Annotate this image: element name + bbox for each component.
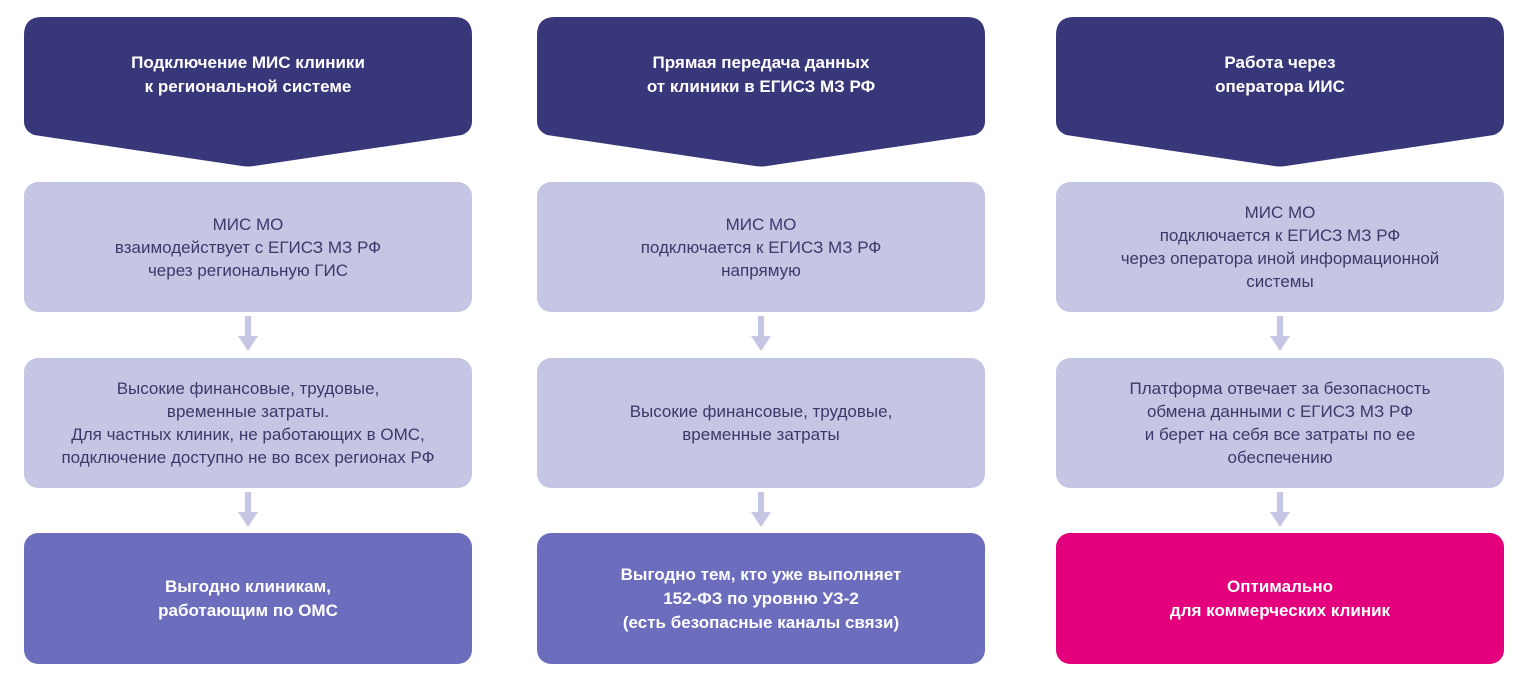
info-box-costs: Высокие финансовые, трудовые, временные … (537, 358, 985, 488)
result-box: Выгодно клиникам, работающим по ОМС (24, 533, 472, 664)
info-box-description: МИС МО подключается к ЕГИСЗ МЗ РФ напрям… (537, 182, 985, 312)
info-box-text: МИС МО подключается к ЕГИСЗ МЗ РФ напрям… (640, 214, 882, 280)
arrow-down-icon (751, 492, 771, 528)
info-box-text: Высокие финансовые, трудовые, временные … (61, 379, 435, 467)
chevron-header-shape (24, 17, 472, 167)
info-box-text: Платформа отвечает за безопасность обмен… (1129, 379, 1431, 467)
result-text: Оптимально для коммерческих клиник (1169, 576, 1391, 620)
arrow-down-icon (238, 316, 258, 352)
chevron-header-shape (537, 17, 985, 167)
column-direct-transfer: Прямая передача данных от клиники в ЕГИС… (537, 17, 985, 667)
info-box-text: Высокие финансовые, трудовые, временные … (629, 402, 893, 444)
column-header: Работа через оператора ИИС (1056, 17, 1504, 167)
column-iis-operator: Работа через оператора ИИС МИС МО подклю… (1056, 17, 1504, 667)
arrow-down-icon (1270, 492, 1290, 528)
info-box-text: МИС МО взаимодействует с ЕГИСЗ МЗ РФ чер… (114, 214, 382, 280)
result-text: Выгодно клиникам, работающим по ОМС (158, 576, 338, 620)
column-header: Прямая передача данных от клиники в ЕГИС… (537, 17, 985, 167)
arrow-down-icon (751, 316, 771, 352)
info-box-costs: Платформа отвечает за безопасность обмен… (1056, 358, 1504, 488)
arrow-down-icon (1270, 316, 1290, 352)
result-box-highlight: Оптимально для коммерческих клиник (1056, 533, 1504, 664)
info-box-costs: Высокие финансовые, трудовые, временные … (24, 358, 472, 488)
arrow-down-icon (238, 492, 258, 528)
info-box-description: МИС МО подключается к ЕГИСЗ МЗ РФ через … (1056, 182, 1504, 312)
header-title: Работа через оператора ИИС (1215, 53, 1345, 96)
info-box-description: МИС МО взаимодействует с ЕГИСЗ МЗ РФ чер… (24, 182, 472, 312)
column-header: Подключение МИС клиники к региональной с… (24, 17, 472, 167)
chevron-header-shape (1056, 17, 1504, 167)
result-text: Выгодно тем, кто уже выполняет 152-ФЗ по… (620, 564, 902, 632)
result-box: Выгодно тем, кто уже выполняет 152-ФЗ по… (537, 533, 985, 664)
column-regional-system: Подключение МИС клиники к региональной с… (24, 17, 472, 667)
header-title: Прямая передача данных от клиники в ЕГИС… (646, 53, 876, 96)
header-title: Подключение МИС клиники к региональной с… (131, 53, 365, 96)
info-box-text: МИС МО подключается к ЕГИСЗ МЗ РФ через … (1120, 203, 1440, 291)
